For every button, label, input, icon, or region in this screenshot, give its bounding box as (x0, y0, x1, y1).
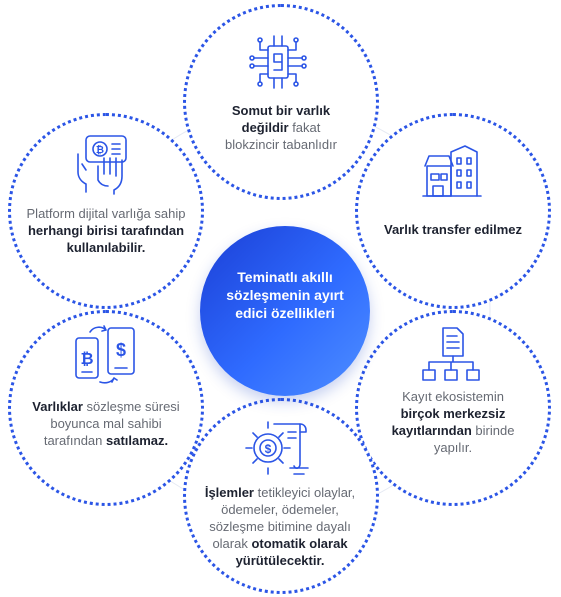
node-text-bottom: İşlemler tetikleyici olaylar, ödemeler, … (195, 484, 365, 569)
bubble-top-right (355, 113, 551, 309)
svg-text:₿: ₿ (80, 350, 93, 368)
node-text-regular: fakat blokzincir tabanlıdır (225, 120, 337, 152)
bubble-bottom (183, 398, 379, 594)
hands-phone-bitcoin-icon: ₿ (77, 135, 127, 195)
node-text-bottom-right: Kayıt ekosistemin birçok merkezsiz kayıt… (383, 388, 523, 456)
node-text-regular: tetikleyici olaylar, ödemeler, ödemeler,… (209, 485, 356, 551)
node-text-top: Somut bir varlık değildir fakat blokzinc… (215, 102, 347, 153)
node-text-bold: otomatik olarak yürütülecektir. (235, 536, 348, 568)
node-text-bold: İşlemler (204, 485, 254, 500)
node-text-bold: herhangi birisi tarafından kullanılabili… (27, 223, 185, 255)
center-label: Teminatlı akıllı sözleşmenin ayırt edici… (226, 269, 344, 321)
node-text-bold: satılamaz. (106, 433, 169, 448)
node-text-regular: birinde yapılır. (433, 423, 515, 455)
node-text-bold: Varlıklar (32, 399, 83, 414)
node-text-top-right: Varlık transfer edilmez (372, 221, 534, 238)
circuit-chip-icon (249, 35, 307, 89)
bitcoin-dollar-phones-icon: ₿ $ (75, 325, 135, 384)
node-text-regular: sözleşme süresi boyunca mal sahibi taraf… (43, 399, 180, 448)
node-text-bold: birçok merkezsiz kayıtlarından (391, 406, 506, 438)
node-text-regular: Platform dijital varlığa sahip (26, 206, 186, 221)
node-text-bold: Varlık transfer edilmez (383, 222, 522, 237)
node-text-top-left: Platform dijital varlığa sahip herhangi … (26, 205, 186, 256)
node-text-bottom-left: Varlıklar sözleşme süresi boyunca mal sa… (20, 398, 192, 449)
dollar-gear-document-icon: $ (245, 421, 309, 475)
building-icon (422, 145, 482, 197)
bubble-bottom-left (8, 310, 204, 506)
svg-text:$: $ (116, 340, 126, 360)
svg-text:$: $ (265, 442, 272, 456)
center-circle (200, 226, 370, 396)
hierarchy-document-icon (422, 327, 480, 381)
node-text-bold: Somut bir varlık değildir (231, 103, 331, 135)
bubble-top (183, 4, 379, 200)
node-text-regular: Kayıt ekosistemin (402, 389, 504, 404)
svg-text:₿: ₿ (96, 144, 104, 156)
